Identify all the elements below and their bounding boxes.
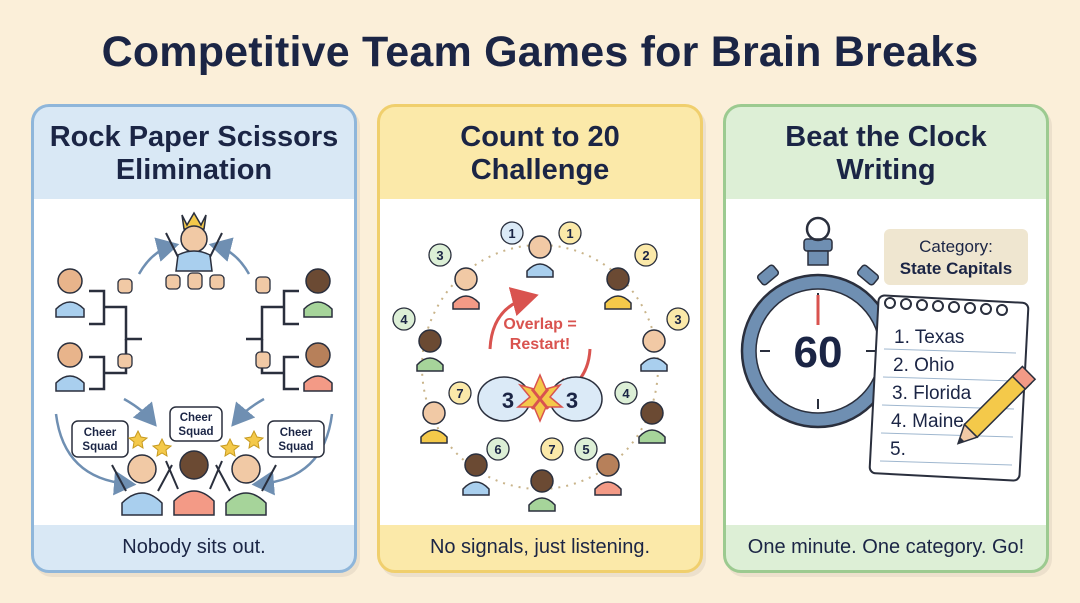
svg-text:Cheer: Cheer <box>280 427 313 439</box>
cheer-kid-1 <box>111 454 173 516</box>
callout-line-1: Overlap = <box>503 316 576 333</box>
svg-text:Squad: Squad <box>82 441 117 453</box>
open-hand-icon <box>255 276 271 294</box>
circle-kid <box>638 401 666 444</box>
number-bubble: 1 <box>500 221 524 245</box>
cheer-text: Cheer <box>84 427 117 439</box>
circle-kid <box>416 329 444 372</box>
number-label: 2 <box>642 248 649 263</box>
rps-illustration: Cheer Squad Cheer Squad Cheer Squad <box>34 199 354 525</box>
card-footer-rps: Nobody sits out. <box>122 536 266 558</box>
stopwatch-icon: 60 <box>740 216 896 429</box>
number-bubble: 3 <box>428 243 452 267</box>
number-label: 3 <box>436 248 443 263</box>
list-item: 1. Texas <box>894 327 964 348</box>
card-footer-count: No signals, just listening. <box>429 536 651 558</box>
circle-kid <box>452 267 480 310</box>
number-label: 1 <box>508 226 515 241</box>
svg-text:Squad: Squad <box>178 426 213 438</box>
player-left-1 <box>55 268 85 318</box>
number-bubble: 3 <box>666 307 690 331</box>
number-bubble: 2 <box>634 243 658 267</box>
clock-illustration: 60 Category: State Capitals <box>726 199 1046 525</box>
circle-kid <box>640 329 668 372</box>
player-right-2 <box>303 342 333 392</box>
notepad: 1. Texas 2. Ohio 3. Florida 4. Maine... 5. <box>868 294 1030 482</box>
cheer-bubble-3: Cheer Squad <box>267 420 325 458</box>
category-value: State Capitals <box>900 259 1012 278</box>
number-bubble: 7 <box>448 381 472 405</box>
number-bubble: 4 <box>614 381 638 405</box>
card-count-to-20: Count to 20 Challenge Overlap = Restart!… <box>377 104 703 573</box>
number-label: 3 <box>674 312 681 327</box>
number-label: 7 <box>548 442 555 457</box>
circle-kid <box>604 267 632 310</box>
player-left-2 <box>55 342 85 392</box>
number-label: 6 <box>494 442 501 457</box>
circle-kid <box>526 235 554 278</box>
number-label: 5 <box>582 442 589 457</box>
number-bubble: 5 <box>574 437 598 461</box>
card-beat-the-clock: Beat the Clock Writing 60 <box>723 104 1049 573</box>
cheer-bubble-1: Cheer Squad <box>71 420 129 458</box>
number-bubble: 1 <box>558 221 582 245</box>
number-label: 7 <box>456 386 463 401</box>
list-item: 4. Maine... <box>891 411 980 432</box>
circle-kid <box>528 469 556 512</box>
fist-icon <box>117 278 133 294</box>
circle-kid <box>420 401 448 444</box>
number-bubble: 7 <box>540 437 564 461</box>
cheer-bubble-2: Cheer Squad <box>169 406 223 442</box>
number-label: 4 <box>400 312 408 327</box>
circle-kid <box>462 453 490 496</box>
page-title: Competitive Team Games for Brain Breaks <box>101 28 979 76</box>
collision-bubbles: 3 3 <box>477 373 603 423</box>
number-bubble: 4 <box>392 307 416 331</box>
bracket-lines <box>89 289 299 391</box>
open-hand-icon <box>255 351 271 369</box>
number-label: 4 <box>622 386 630 401</box>
winner-figure <box>165 211 223 272</box>
svg-text:3: 3 <box>502 388 514 413</box>
arrows <box>54 237 334 496</box>
card-title-count: Count to 20 Challenge <box>460 121 620 186</box>
card-footer-clock: One minute. One category. Go! <box>747 536 1025 558</box>
fist-icon <box>117 353 133 369</box>
list-item: 3. Florida <box>892 383 972 404</box>
card-title-clock: Beat the Clock Writing <box>785 121 987 186</box>
number-bubble: 6 <box>486 437 510 461</box>
number-label: 1 <box>566 226 573 241</box>
list-item: 2. Ohio <box>893 355 954 376</box>
player-right-1 <box>303 268 333 318</box>
svg-text:Cheer: Cheer <box>180 412 213 424</box>
svg-text:Squad: Squad <box>278 441 313 453</box>
count-illustration: Overlap = Restart! 3 3 1 1 2 3 3 4 4 5 7 6 7 <box>380 199 700 525</box>
list-item: 5. <box>890 439 906 460</box>
svg-text:3: 3 <box>566 388 578 413</box>
circle-kid <box>594 453 622 496</box>
card-title-rps: Rock Paper Scissors Elimination <box>49 121 339 186</box>
card-rock-paper-scissors: Rock Paper Scissors Elimination <box>31 104 357 573</box>
spiral-rings <box>884 297 1008 316</box>
cheer-kid-2 <box>165 450 223 516</box>
timer-value: 60 <box>794 328 843 377</box>
callout-line-2: Restart! <box>510 336 570 353</box>
star-icons <box>127 429 265 457</box>
category-label: Category: <box>919 237 993 256</box>
hand-icons-top <box>165 272 225 290</box>
cheer-kid-3 <box>215 454 277 516</box>
pencil-icon <box>956 365 1037 445</box>
category-tag: Category: State Capitals <box>884 229 1028 285</box>
